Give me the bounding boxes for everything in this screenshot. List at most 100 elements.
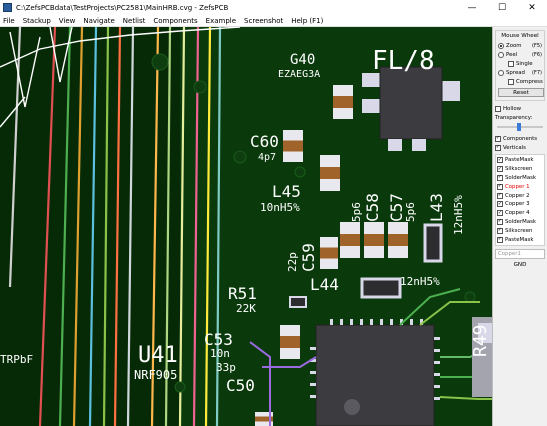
layer-checkbox[interactable]: ✓ bbox=[497, 165, 503, 173]
menu-screenshot[interactable]: Screenshot bbox=[244, 16, 284, 25]
layer-row[interactable]: ✓SolderMask bbox=[497, 218, 543, 227]
ic-pin bbox=[310, 383, 316, 386]
minimize-button[interactable]: — bbox=[467, 2, 477, 13]
close-button[interactable]: ✕ bbox=[528, 2, 536, 13]
single-checkbox[interactable] bbox=[508, 60, 514, 67]
verticals-option[interactable]: ✓ Verticals bbox=[495, 143, 545, 152]
capacitor bbox=[320, 155, 340, 191]
layer-label: SolderMask bbox=[505, 218, 537, 225]
via bbox=[174, 381, 186, 393]
layer-label: Copper 2 bbox=[505, 192, 530, 199]
layer-label: PasteMask bbox=[505, 236, 534, 243]
layer-row[interactable]: ✓Copper 2 bbox=[497, 191, 543, 200]
layer-checkbox[interactable]: ✓ bbox=[497, 156, 503, 164]
label-l45: L45 bbox=[272, 182, 301, 201]
menu-navigate[interactable]: Navigate bbox=[83, 16, 115, 25]
capacitor bbox=[255, 412, 273, 426]
layer-checkbox[interactable]: ✓ bbox=[497, 200, 503, 208]
capacitor bbox=[283, 130, 303, 162]
peel-radio[interactable] bbox=[498, 51, 504, 58]
ic-body bbox=[315, 324, 435, 426]
ic-pin1-mark bbox=[344, 399, 360, 415]
ic-pad bbox=[388, 139, 402, 151]
label-l44-value: 12nH5% bbox=[400, 275, 440, 288]
capacitor bbox=[320, 237, 338, 269]
menu-stackup[interactable]: Stackup bbox=[22, 16, 51, 25]
layer-label: PasteMask bbox=[505, 157, 534, 164]
ic-pin bbox=[310, 395, 316, 398]
menu-example[interactable]: Example bbox=[205, 16, 237, 25]
components-label: Components bbox=[503, 135, 538, 142]
layer-row[interactable]: ✓Copper 4 bbox=[497, 209, 543, 218]
layer-row[interactable]: ✓Copper 3 bbox=[497, 200, 543, 209]
layer-list: ✓PasteMask ✓Silkscreen ✓SolderMask ✓Copp… bbox=[495, 154, 545, 246]
hollow-checkbox[interactable] bbox=[495, 105, 501, 112]
layer-checkbox[interactable]: ✓ bbox=[497, 192, 503, 199]
peel-option[interactable]: Peel (F6) bbox=[498, 50, 542, 59]
label-u41-value: NRF905 bbox=[134, 368, 177, 382]
layer-label: Copper 3 bbox=[505, 201, 530, 208]
trace bbox=[102, 27, 110, 426]
spread-option[interactable]: Spread (F7) bbox=[498, 68, 542, 77]
layer-checkbox[interactable]: ✓ bbox=[497, 209, 503, 217]
pcb-view[interactable]: G40 EZAEG3A FL/8 C60 4p7 L45 10nH5% C58 … bbox=[0, 27, 492, 426]
layer-checkbox[interactable]: ✓ bbox=[497, 227, 503, 234]
menu-help[interactable]: Help (F1) bbox=[291, 16, 324, 25]
capacitor bbox=[388, 222, 408, 258]
slider-thumb[interactable] bbox=[516, 123, 521, 131]
ic-pin bbox=[370, 319, 373, 325]
layer-row[interactable]: ✓PasteMask bbox=[497, 156, 543, 165]
layer-row[interactable]: ✓Silkscreen bbox=[497, 226, 543, 235]
components-option[interactable]: ✓ Components bbox=[495, 134, 545, 143]
maximize-button[interactable]: ☐ bbox=[497, 2, 507, 13]
layer-row[interactable]: ✓PasteMask bbox=[497, 235, 543, 244]
colored-traces bbox=[8, 27, 222, 426]
trace bbox=[204, 27, 212, 426]
zoom-radio[interactable] bbox=[498, 42, 504, 49]
ic-pin bbox=[434, 373, 440, 376]
layer-checkbox[interactable]: ✓ bbox=[497, 183, 503, 190]
inductor bbox=[360, 277, 402, 299]
trace bbox=[249, 341, 271, 426]
layer-row[interactable]: ✓Silkscreen bbox=[497, 165, 543, 174]
zoom-option[interactable]: Zoom (F5) bbox=[498, 41, 542, 50]
spread-radio[interactable] bbox=[498, 69, 504, 76]
label-c59: C59 bbox=[299, 243, 318, 272]
trace bbox=[150, 27, 160, 426]
layer-name-input[interactable]: Copper1 bbox=[495, 248, 545, 259]
trace bbox=[88, 27, 98, 426]
peel-shortcut: (F6) bbox=[532, 51, 542, 58]
capacitors bbox=[255, 85, 408, 426]
ic-pin bbox=[380, 319, 383, 325]
compress-checkbox[interactable] bbox=[508, 78, 514, 85]
label-r49: R49 bbox=[470, 324, 491, 357]
transparency-slider[interactable] bbox=[495, 123, 545, 131]
menu-components[interactable]: Components bbox=[153, 16, 198, 25]
compress-option[interactable]: Compress bbox=[498, 77, 543, 86]
hollow-option[interactable]: Hollow bbox=[495, 104, 545, 113]
ic-pin bbox=[330, 319, 333, 325]
edge-pad bbox=[478, 323, 492, 343]
layer-row[interactable]: ✓SolderMask bbox=[497, 174, 543, 183]
layer-checkbox[interactable]: ✓ bbox=[497, 218, 503, 225]
layer-row-active[interactable]: ✓Copper 1 bbox=[497, 182, 543, 192]
menu-netlist[interactable]: Netlist bbox=[122, 16, 146, 25]
components-checkbox[interactable]: ✓ bbox=[495, 135, 501, 142]
capacitor bbox=[364, 222, 384, 258]
ic-pin bbox=[410, 319, 413, 325]
spread-shortcut: (F7) bbox=[532, 69, 542, 76]
reset-button[interactable]: Reset bbox=[498, 88, 544, 97]
trace bbox=[164, 27, 172, 426]
menu-view[interactable]: View bbox=[58, 16, 76, 25]
label-ezaeg3a: EZAEG3A bbox=[278, 69, 320, 80]
ic-pad bbox=[362, 99, 382, 113]
verticals-checkbox[interactable]: ✓ bbox=[495, 144, 501, 151]
silk-line bbox=[0, 27, 241, 68]
pcb-canvas[interactable]: G40 EZAEG3A FL/8 C60 4p7 L45 10nH5% C58 … bbox=[0, 27, 492, 426]
single-option[interactable]: Single bbox=[498, 59, 542, 68]
label-u41: U41 bbox=[138, 343, 178, 368]
layer-checkbox[interactable]: ✓ bbox=[497, 174, 503, 181]
menu-file[interactable]: File bbox=[3, 16, 15, 25]
layer-checkbox[interactable]: ✓ bbox=[497, 236, 503, 243]
ic-pin bbox=[310, 359, 316, 362]
